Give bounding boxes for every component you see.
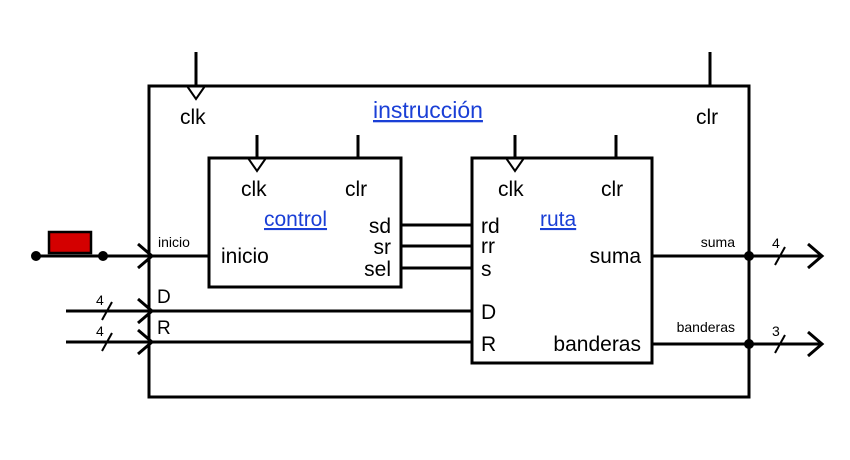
top-clk-label: clk (180, 106, 206, 129)
banderas-port-dot (744, 339, 754, 349)
instruccion-title-link[interactable]: instrucción (373, 97, 483, 123)
top-banderas-label: banderas (677, 319, 735, 335)
control-clk-label: clk (241, 178, 267, 201)
d-arrow-icon (137, 297, 155, 325)
r-bus-width: 4 (96, 323, 104, 339)
ruta-clk-triangle-icon (505, 157, 525, 173)
inicio-input: inicio (31, 230, 209, 270)
module-control: clk clr control inicio sd sr sel (207, 135, 403, 289)
control-inicio-label: inicio (221, 245, 269, 268)
ruta-suma-label: suma (590, 245, 642, 268)
ruta-d-label: D (481, 301, 496, 324)
suma-bus-width: 4 (772, 235, 780, 251)
banderas-output: banderas 3 (652, 319, 825, 358)
suma-port-dot (744, 251, 754, 261)
control-to-ruta-wires (401, 223, 472, 270)
suma-bus-slash (774, 246, 786, 266)
r-input: 4 R (66, 318, 472, 356)
ruta-rr-label: rr (481, 235, 495, 258)
top-clk-triangle-icon (186, 85, 206, 101)
d-bus-width: 4 (96, 292, 104, 308)
control-box (207, 156, 403, 289)
ruta-title-link[interactable]: ruta (540, 208, 577, 231)
top-inicio-label: inicio (158, 234, 190, 250)
module-ruta: clk clr ruta rd rr s D R suma banderas (470, 135, 654, 365)
banderas-bus-slash (774, 334, 786, 354)
top-clr-label: clr (696, 106, 718, 129)
r-bus-slash (101, 332, 113, 352)
red-pushbutton-icon[interactable] (47, 230, 93, 255)
ruta-clr-label: clr (601, 178, 623, 201)
ruta-rd-label: rd (481, 215, 500, 238)
banderas-bus-width: 3 (772, 323, 780, 339)
control-sd-label: sd (369, 215, 391, 238)
d-input: 4 D (66, 287, 472, 325)
control-clr-label: clr (345, 178, 367, 201)
control-clk-triangle-icon (247, 157, 267, 173)
suma-arrow-icon (807, 242, 825, 270)
top-r-label: R (157, 318, 171, 339)
banderas-arrow-icon (807, 330, 825, 358)
control-title-link[interactable]: control (264, 208, 327, 231)
r-arrow-icon (137, 328, 155, 356)
ruta-clk-label: clk (498, 178, 524, 201)
top-suma-label: suma (701, 234, 735, 250)
ruta-box (470, 156, 654, 365)
control-sel-label: sel (364, 258, 391, 281)
top-d-label: D (157, 287, 171, 308)
control-sr-label: sr (374, 236, 392, 259)
suma-output: suma 4 (652, 234, 825, 270)
d-bus-slash (101, 301, 113, 321)
ruta-r-label: R (481, 333, 496, 356)
ruta-banderas-label: banderas (553, 333, 641, 356)
ruta-s-label: s (481, 258, 492, 281)
